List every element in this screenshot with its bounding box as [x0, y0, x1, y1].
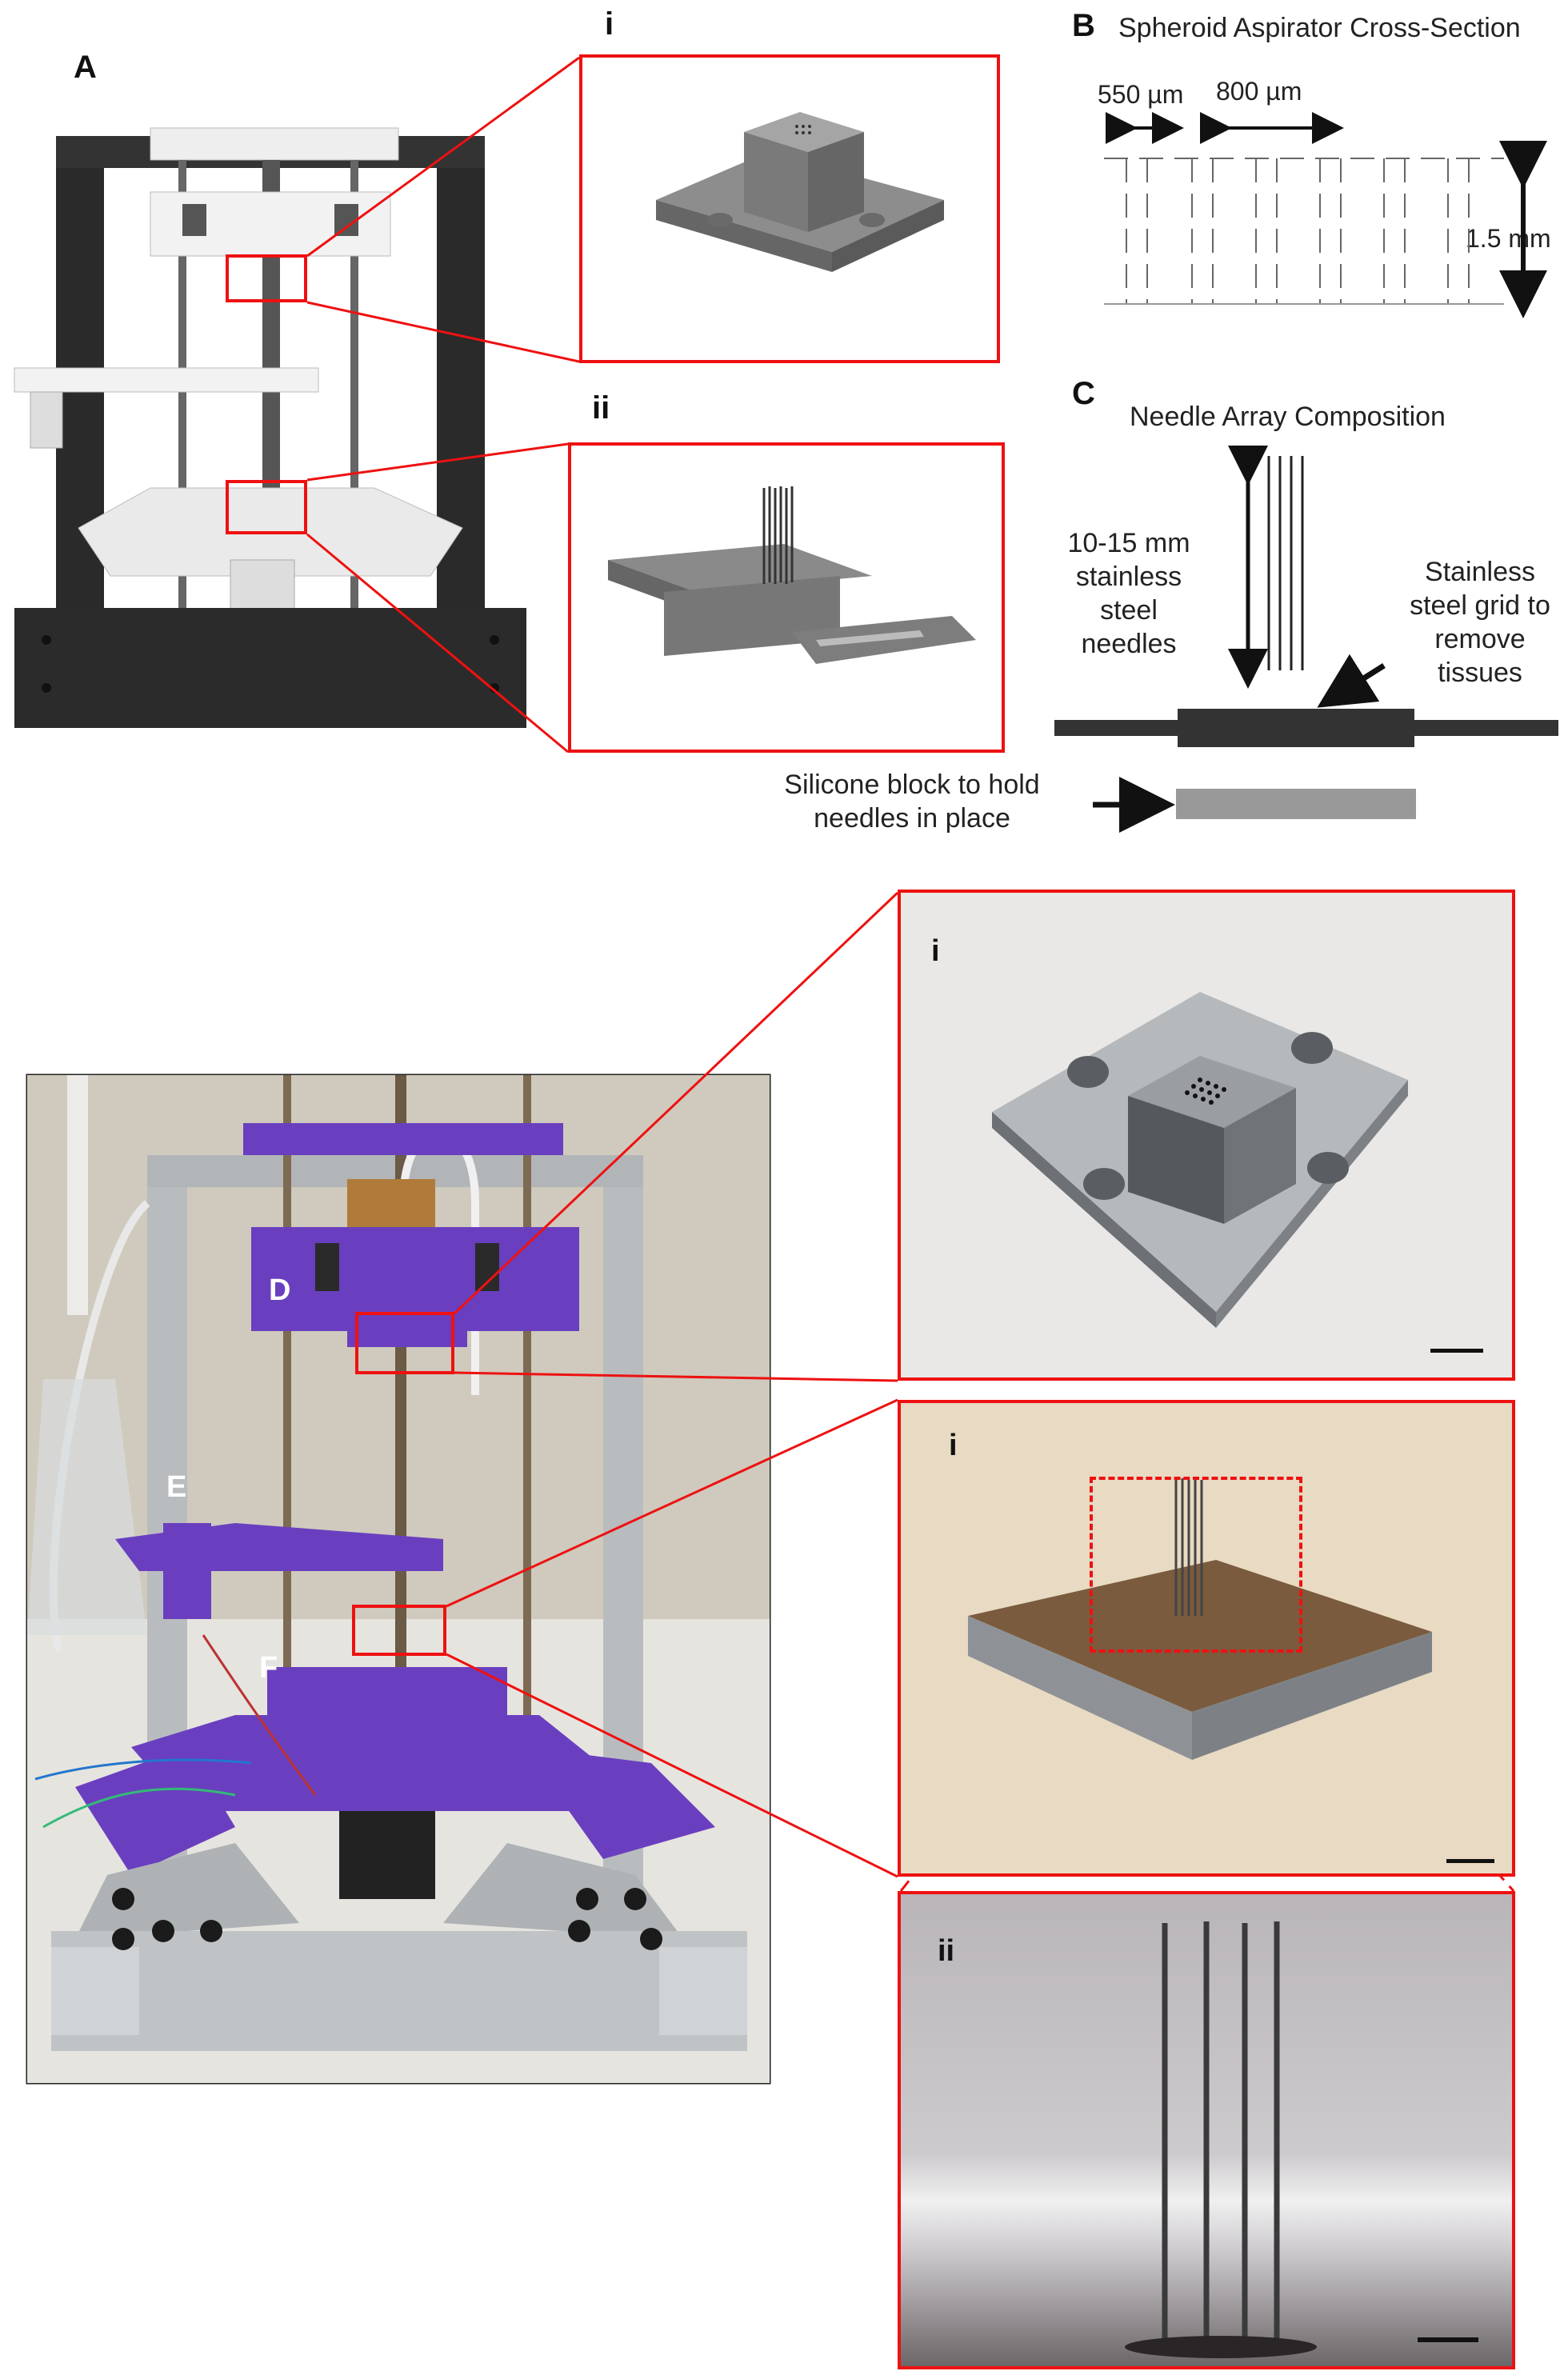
scale-bar-aspirator: [1430, 1349, 1483, 1353]
dim-label-550: 550 µm: [1098, 80, 1184, 109]
panel-c-title: Needle Array Composition: [1130, 402, 1446, 432]
needle-closeup-photo: [1125, 1921, 1317, 2358]
block-label-line1: Silicone block to hold: [784, 770, 1040, 800]
render-box-a-ii: [568, 442, 1005, 753]
panel-label-a-ii: ii: [592, 390, 610, 426]
photo-label-d: D: [269, 1273, 291, 1307]
render-box-a-i: [579, 54, 1000, 363]
aspirator-render-a-i: [656, 112, 944, 272]
needle-label-line3: steel: [1100, 595, 1158, 626]
device-photo: [26, 1074, 771, 2085]
photo-label-right-ii: ii: [938, 1934, 955, 1968]
needle-array-photo: [968, 1478, 1432, 1760]
needle-array-render-a-ii: [608, 486, 976, 664]
callout-box-a-ii: [226, 480, 307, 534]
dim-label-800: 800 µm: [1216, 77, 1302, 106]
callout-box-a-i: [226, 254, 307, 302]
panel-label-b: B: [1072, 8, 1095, 43]
grid-label-line1: Stainless: [1425, 557, 1535, 587]
photo-label-right-i-mid: i: [949, 1429, 958, 1462]
scale-bar-needle-closeup: [1418, 2337, 1478, 2342]
photo-label-right-i-top: i: [931, 934, 940, 968]
grid-label-line4: tissues: [1438, 658, 1522, 688]
aspirator-photo: [992, 992, 1408, 1328]
block-label-line2: needles in place: [814, 803, 1010, 834]
photo-callout-aspirator: [355, 1312, 454, 1374]
needle-label-line1: 10-15 mm: [1067, 528, 1190, 558]
needle-label-line2: stainless: [1075, 562, 1182, 592]
panel-label-c: C: [1072, 376, 1095, 411]
panel-label-a: A: [74, 50, 97, 85]
photo-label-f: F: [259, 1651, 278, 1685]
panel-b-title: Spheroid Aspirator Cross-Section: [1118, 13, 1521, 43]
grid-label-line2: steel grid to: [1410, 590, 1550, 621]
scale-bar-needle-array: [1446, 1859, 1494, 1863]
photo-callout-needles: [352, 1605, 446, 1656]
aspirator-cross-section-diagram: [1104, 112, 1547, 318]
photo-label-e: E: [166, 1470, 187, 1504]
needle-array-diagram: [1054, 446, 1558, 833]
needle-label-line4: needles: [1081, 629, 1177, 659]
panel-label-a-i: i: [605, 6, 614, 42]
grid-label-line3: remove: [1434, 624, 1526, 654]
zoom-region-dashed: [1090, 1477, 1302, 1653]
